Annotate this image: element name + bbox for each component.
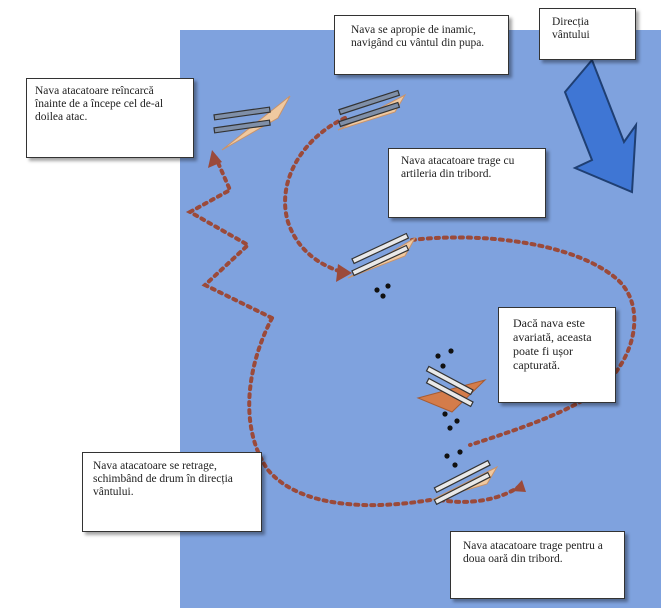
label-wind-direction: Direcția vântului xyxy=(539,8,636,60)
label-fire-starboard: Nava atacatoare trage cu artileria din t… xyxy=(388,148,546,218)
ship-first-fire-icon xyxy=(347,232,417,279)
label-approach: Nava se apropie de inamic, navigând cu v… xyxy=(334,15,509,75)
path-arrowhead-reload xyxy=(208,150,222,168)
wind-direction-arrow xyxy=(563,58,638,194)
ship-reload-icon xyxy=(213,95,291,151)
cannonballs-damaged-bottom xyxy=(442,411,460,431)
path-approach-to-first-fire xyxy=(283,116,347,274)
ship-damaged-icon xyxy=(416,365,487,413)
cannonballs-damaged-top xyxy=(435,348,454,369)
path-arrowhead-first-fire xyxy=(336,264,352,282)
ship-approach-icon xyxy=(337,89,407,131)
label-second-fire: Nava atacatoare trage pentru a doua oară… xyxy=(450,531,625,599)
ship-second-fire-icon xyxy=(431,459,499,506)
cannonballs-second-fire xyxy=(444,449,463,468)
label-retreat: Nava atacatoare se retrage, schimbând de… xyxy=(82,452,262,532)
label-damaged: Dacă nava este avariată, aceasta poate f… xyxy=(498,307,616,403)
path-arrowhead-second-fire xyxy=(512,480,526,492)
cannonballs-first-fire xyxy=(374,283,391,299)
path-retreat-zigzag xyxy=(185,156,274,320)
label-reload: Nava atacatoare reîncarcă înainte de a î… xyxy=(26,78,194,158)
path-first-fire-loop xyxy=(410,235,637,447)
